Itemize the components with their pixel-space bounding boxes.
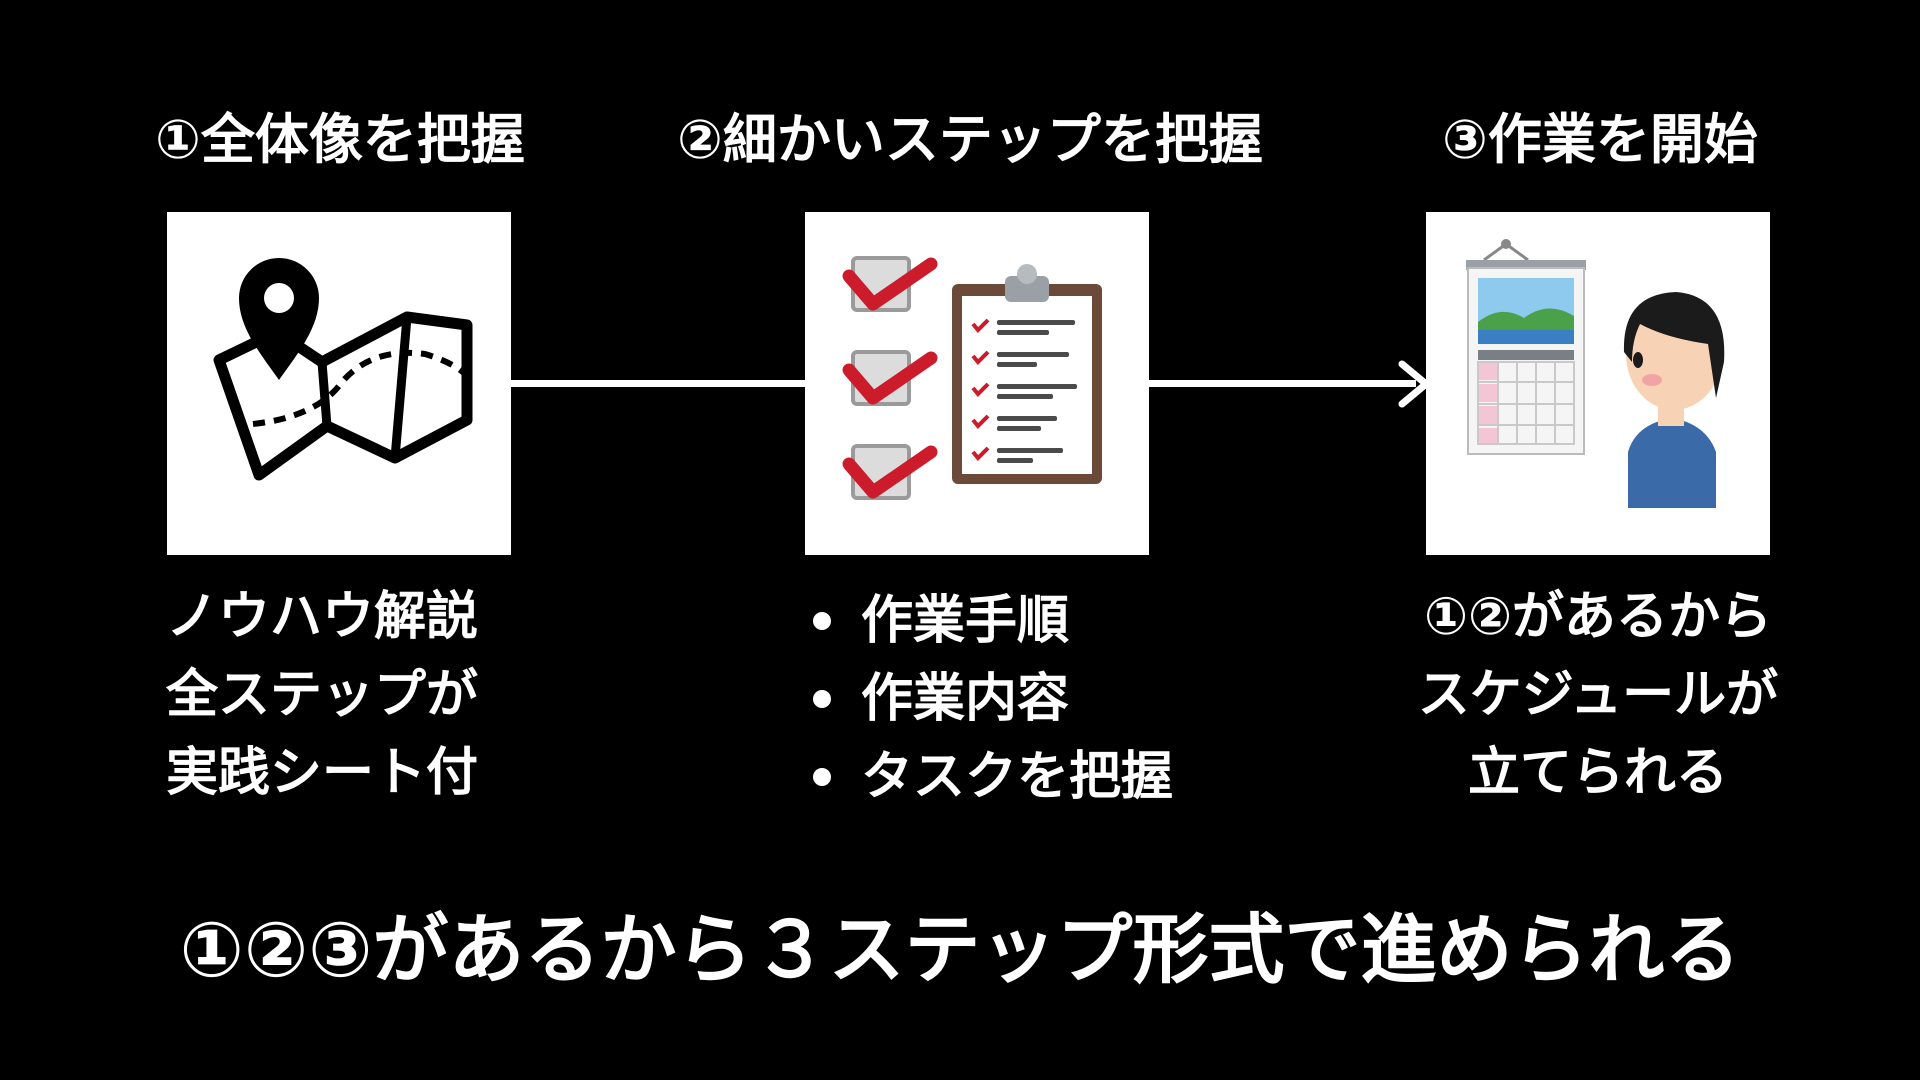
- step-2-bullet-list: 作業手順 作業内容 タスクを把握: [805, 582, 1245, 816]
- list-item: タスクを把握: [805, 738, 1245, 816]
- step-3-title: ③作業を開始: [1442, 108, 1758, 171]
- step-3-description: ①②があるから スケジュールが 立てられる: [1396, 578, 1800, 812]
- description-line: ノウハウ解説: [166, 587, 479, 647]
- list-item: 作業内容: [805, 660, 1245, 738]
- step-1-description: ノウハウ解説 全ステップが 実践シート付: [166, 578, 526, 812]
- calendar-person-icon: [1466, 239, 1725, 508]
- bullet-icon: [813, 690, 831, 708]
- bullet-icon: [813, 612, 831, 630]
- step-2-title: ②細かいステップを把握: [677, 108, 1263, 171]
- connector-line-1: [510, 380, 806, 387]
- step-1-title: ①全体像を把握: [155, 108, 525, 171]
- step-3-panel: [1426, 212, 1770, 555]
- conclusion-text: ①②③があるから３ステップ形式で進められる: [179, 905, 1741, 994]
- clipboard-checklist-icon: [842, 256, 1102, 500]
- description-line: 全ステップが: [166, 665, 479, 725]
- step-1-panel: [167, 212, 511, 555]
- list-item: 作業手順: [805, 582, 1245, 660]
- description-line: スケジュールが: [1417, 665, 1779, 725]
- description-line: ①②があるから: [1423, 587, 1773, 647]
- description-line: 実践シート付: [166, 743, 479, 803]
- step-2-panel: [805, 212, 1149, 555]
- description-line: 立てられる: [1467, 743, 1728, 803]
- bullet-icon: [813, 768, 831, 786]
- map-pin-icon: [213, 258, 473, 481]
- connector-line-2: [1148, 380, 1416, 387]
